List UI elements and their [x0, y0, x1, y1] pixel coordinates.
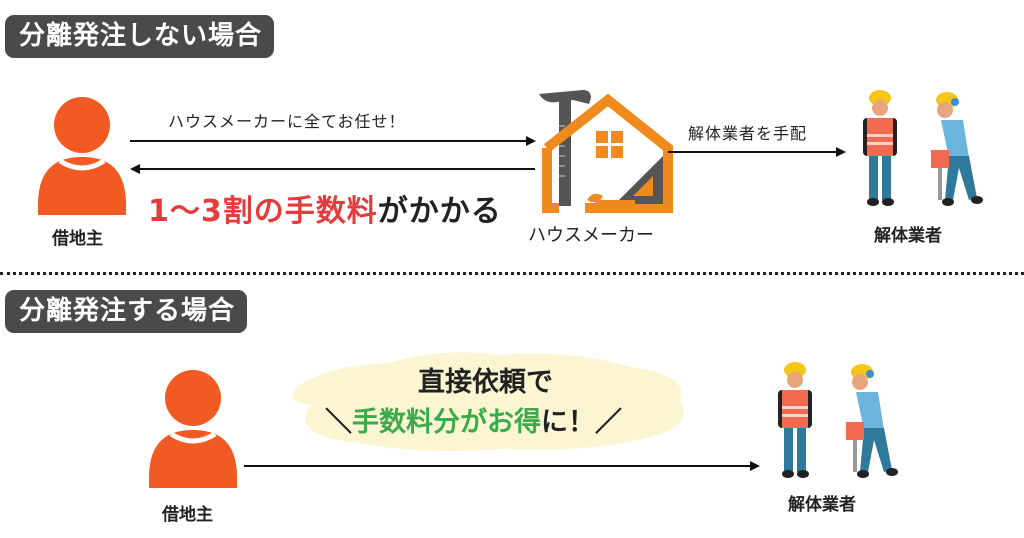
- arrow-head-right: [836, 147, 846, 157]
- house-maker-icon: [539, 90, 673, 213]
- arrow-head-left: [130, 164, 140, 174]
- person-icon: [38, 97, 126, 215]
- demolition-workers-icon: [863, 90, 983, 206]
- demolition-workers-icon: [778, 362, 898, 478]
- arrow-to-workers-top: [668, 151, 838, 153]
- person-icon: [149, 370, 237, 488]
- arrange-text: 解体業者を手配: [688, 124, 808, 143]
- landowner-label-top: 借地主: [52, 229, 103, 249]
- cloud-line2-suffix: に！／: [541, 407, 622, 438]
- fee-suffix: がかかる: [377, 194, 502, 229]
- arrow-head-right: [526, 136, 536, 146]
- cloud-line1: 直接依頼で: [418, 367, 553, 398]
- arrow-head-right: [750, 461, 760, 471]
- section-title-no-split-order: 分離発注しない場合: [5, 15, 275, 58]
- house-maker-label: ハウスメーカー: [528, 225, 654, 246]
- demolition-label-top: 解体業者: [874, 226, 942, 246]
- fee-text: 1〜3割の手数料がかかる: [148, 186, 502, 230]
- section-title-split-order: 分離発注する場合: [5, 290, 248, 333]
- arrow-to-maker: [130, 140, 528, 142]
- arrow-to-maker-text: ハウスメーカーに全てお任せ！: [168, 112, 406, 131]
- cloud-shape: [292, 352, 684, 451]
- arrow-direct-to-workers: [244, 465, 752, 467]
- demolition-label-bottom: 解体業者: [788, 495, 856, 515]
- arrow-to-landowner: [140, 168, 535, 170]
- landowner-label-bottom: 借地主: [162, 505, 213, 525]
- cloud-line2: ＼手数料分がお得に！／: [325, 400, 622, 439]
- savings-text: 手数料分がお得: [352, 407, 541, 438]
- cloud-line2-prefix: ＼: [325, 407, 352, 438]
- section-divider: [0, 272, 1024, 275]
- fee-amount: 1〜3割の手数料: [148, 194, 378, 229]
